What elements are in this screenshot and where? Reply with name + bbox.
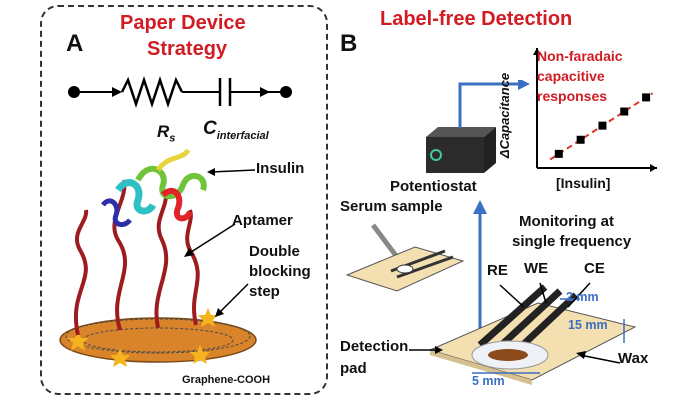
detection-pointer (409, 346, 443, 354)
panel-b-letter: B (340, 30, 358, 57)
aptamer-graphene-illustration (59, 148, 257, 367)
pipette (371, 223, 399, 259)
insulin-pointer (207, 168, 256, 176)
c-subscript: interfacial (216, 129, 269, 142)
chart-y-arrow (533, 48, 541, 55)
ce-label: CE (584, 260, 605, 277)
aptamer-label: Aptamer (232, 212, 293, 229)
resistor-symbol (120, 76, 184, 108)
dim-5mm: 5 mm (472, 374, 505, 388)
potentiostat-device (426, 127, 496, 173)
insulin-protein-cyan (115, 179, 157, 215)
circuit-left-node (68, 86, 80, 98)
detection-pad (428, 282, 637, 385)
insulin-protein-green (135, 165, 207, 200)
insulin-protein-yellow (155, 148, 191, 172)
rs-main: R (157, 122, 170, 141)
circuit-arrow-head (112, 87, 122, 97)
panel-a-letter: A (66, 30, 84, 57)
potentiostat-to-chart-arrow (458, 82, 520, 128)
insulin-protein-red (160, 187, 193, 222)
blocking-star (67, 330, 89, 351)
serum-pad (345, 223, 465, 292)
potentiostat-indicator (430, 149, 442, 161)
we-label: WE (524, 260, 549, 277)
dim-15mm: 15 mm (568, 318, 608, 332)
panel-a-title-line2: Strategy (147, 38, 228, 60)
blocking-line2: blocking (249, 263, 311, 280)
aptamer-strand (112, 179, 128, 331)
response-line3: responses (537, 88, 608, 104)
panel-a-frame (40, 5, 328, 395)
detection-line2: pad (340, 360, 367, 377)
panel-b-title: Label-free Detection (380, 8, 573, 30)
wax-label: Wax (618, 350, 649, 367)
chart-point (642, 93, 651, 102)
blocking-line1: Double (249, 243, 300, 260)
chart-point (576, 135, 585, 144)
chart-point (598, 121, 607, 130)
aptamer-strand (154, 189, 169, 329)
graphene-label: Graphene-COOH (182, 374, 271, 386)
chart-x-arrow (650, 164, 657, 172)
potentiostat-label: Potentiostat (390, 178, 477, 195)
rs-label: Rs (157, 122, 175, 144)
response-line2: capacitive (537, 68, 605, 84)
panel-a-title-line1: Paper Device (120, 12, 246, 34)
signal-arrows (458, 80, 530, 335)
chart-ylabel: ΔCapacitance (497, 72, 513, 159)
chart-xlabel: [Insulin] (556, 175, 611, 191)
insulin-protein-blue (100, 198, 132, 228)
monitoring-line1: Monitoring at (519, 213, 614, 230)
c-main: C (203, 118, 217, 139)
blocking-star (190, 345, 210, 364)
serum-label: Serum sample (340, 198, 443, 215)
dim-2mm: 2 mm (566, 290, 599, 304)
c-interfacial-label: Cinterfacial (203, 118, 269, 142)
re-electrode (477, 284, 548, 348)
circuit-arrow-head-right (260, 87, 270, 97)
monitoring-line2: single frequency (512, 233, 632, 250)
re-label: RE (487, 262, 508, 279)
chart-point (554, 149, 563, 158)
response-line1: Non-faradaic (537, 48, 623, 64)
chart-point (620, 107, 629, 116)
insulin-label: Insulin (256, 160, 305, 177)
detection-line1: Detection (340, 338, 409, 355)
blocking-line3: step (249, 283, 280, 300)
rs-subscript: s (169, 132, 176, 145)
aptamer-pointer (184, 223, 236, 257)
aptamer-strand (73, 209, 89, 336)
blocking-star (198, 308, 218, 327)
blocking-pointer (215, 283, 249, 317)
equivalent-circuit (68, 76, 292, 108)
capacitance-chart (533, 48, 657, 172)
circuit-right-node (280, 86, 292, 98)
blocking-star (110, 348, 130, 367)
